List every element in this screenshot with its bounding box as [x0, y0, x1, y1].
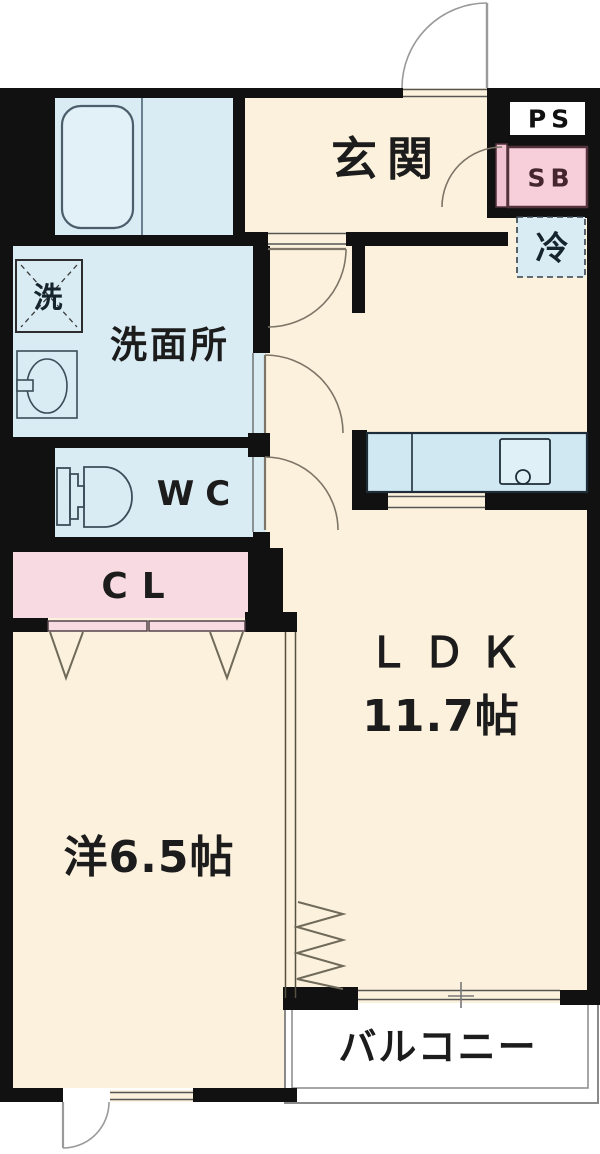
shoe-box [506, 145, 589, 209]
refrigerator-box [516, 216, 586, 278]
washroom-door-opening [252, 353, 266, 433]
wall-segment [253, 246, 270, 353]
entrance-door-arc [401, 2, 488, 89]
ldk-size-label: 11.7帖 [362, 691, 520, 742]
balcony-floor [285, 1003, 598, 1103]
kitchen-counter [365, 431, 589, 494]
closet-floor [13, 552, 250, 618]
wall-segment [13, 98, 55, 235]
washroom-label: 洗面所 [110, 323, 230, 367]
wall-segment [245, 612, 297, 632]
bottom-door-arc [62, 1101, 110, 1149]
wall-segment [346, 232, 508, 246]
wc-door-opening [252, 457, 266, 532]
balcony-inner-rail [291, 1003, 589, 1089]
entrance-opening [403, 88, 487, 98]
wall-segment [13, 437, 253, 448]
balcony-label: バルコニー [338, 1025, 538, 1069]
closet-label: CL [101, 566, 179, 607]
closet-door-panel [47, 620, 148, 632]
wc-door-arc [264, 456, 339, 531]
kitchen-sink [499, 438, 551, 485]
wall-segment [0, 88, 403, 98]
wall-segment [352, 492, 388, 510]
balcony-window-opening [358, 988, 560, 1002]
washer-diagonal [20, 264, 78, 328]
toilet-bowl [83, 466, 133, 528]
balcony-outer-rail [284, 1003, 599, 1104]
pipe-space-label: PS [527, 104, 575, 134]
wall-segment [560, 990, 597, 1005]
washer-label: 洗 [33, 280, 63, 315]
washing-machine-space [15, 259, 83, 333]
wall-segment [0, 618, 48, 632]
wall-segment [587, 88, 600, 1005]
wall-segment [248, 433, 270, 457]
wall-segment [352, 246, 365, 313]
vanity-sink [16, 350, 78, 419]
hall-door-arc [267, 248, 347, 328]
balcony-window [358, 982, 560, 1008]
wall-segment [193, 1088, 297, 1102]
wall-segment [0, 1088, 63, 1102]
openings [110, 88, 487, 1102]
sink-faucet [16, 379, 34, 392]
shoe-box-label: SB [527, 163, 575, 193]
toilet [56, 466, 133, 528]
wall-segment [283, 987, 358, 1010]
room-partition [284, 632, 347, 998]
wc-label: WC [156, 474, 242, 514]
closet-doors [47, 620, 246, 681]
wall-segment [233, 98, 245, 246]
closet-fold-mark [49, 631, 84, 681]
counter-top [365, 431, 589, 494]
refrigerator-label: 冷 [535, 228, 569, 268]
wall-segment [13, 448, 55, 537]
kitchen-faucet [515, 469, 531, 485]
wall-segment [487, 88, 600, 98]
washer-diagonal [20, 264, 78, 328]
closet-fold-mark [209, 631, 244, 681]
ldk-label: ＬＤＫ [366, 628, 536, 677]
shoe-box-door-arc [441, 146, 503, 208]
pipe-space-box [506, 98, 589, 139]
accordion-door-zigzag [293, 901, 347, 990]
wall-segment [485, 492, 587, 510]
closet-door-panel [148, 620, 246, 632]
doors [61, 2, 503, 1149]
wall-segment [0, 88, 13, 1102]
genkan-label: 玄関 [331, 132, 443, 186]
wall-segment [352, 430, 367, 510]
western-room-label: 洋6.5帖 [63, 832, 235, 883]
wall-segment [237, 232, 268, 246]
genkan-opening [268, 232, 346, 246]
washroom-door-arc [264, 354, 344, 434]
bathtub [60, 104, 135, 230]
walls [0, 88, 600, 1102]
wall-segment [13, 537, 258, 552]
shoe-box-door-leaf [495, 143, 508, 208]
wall-segment [13, 235, 253, 246]
